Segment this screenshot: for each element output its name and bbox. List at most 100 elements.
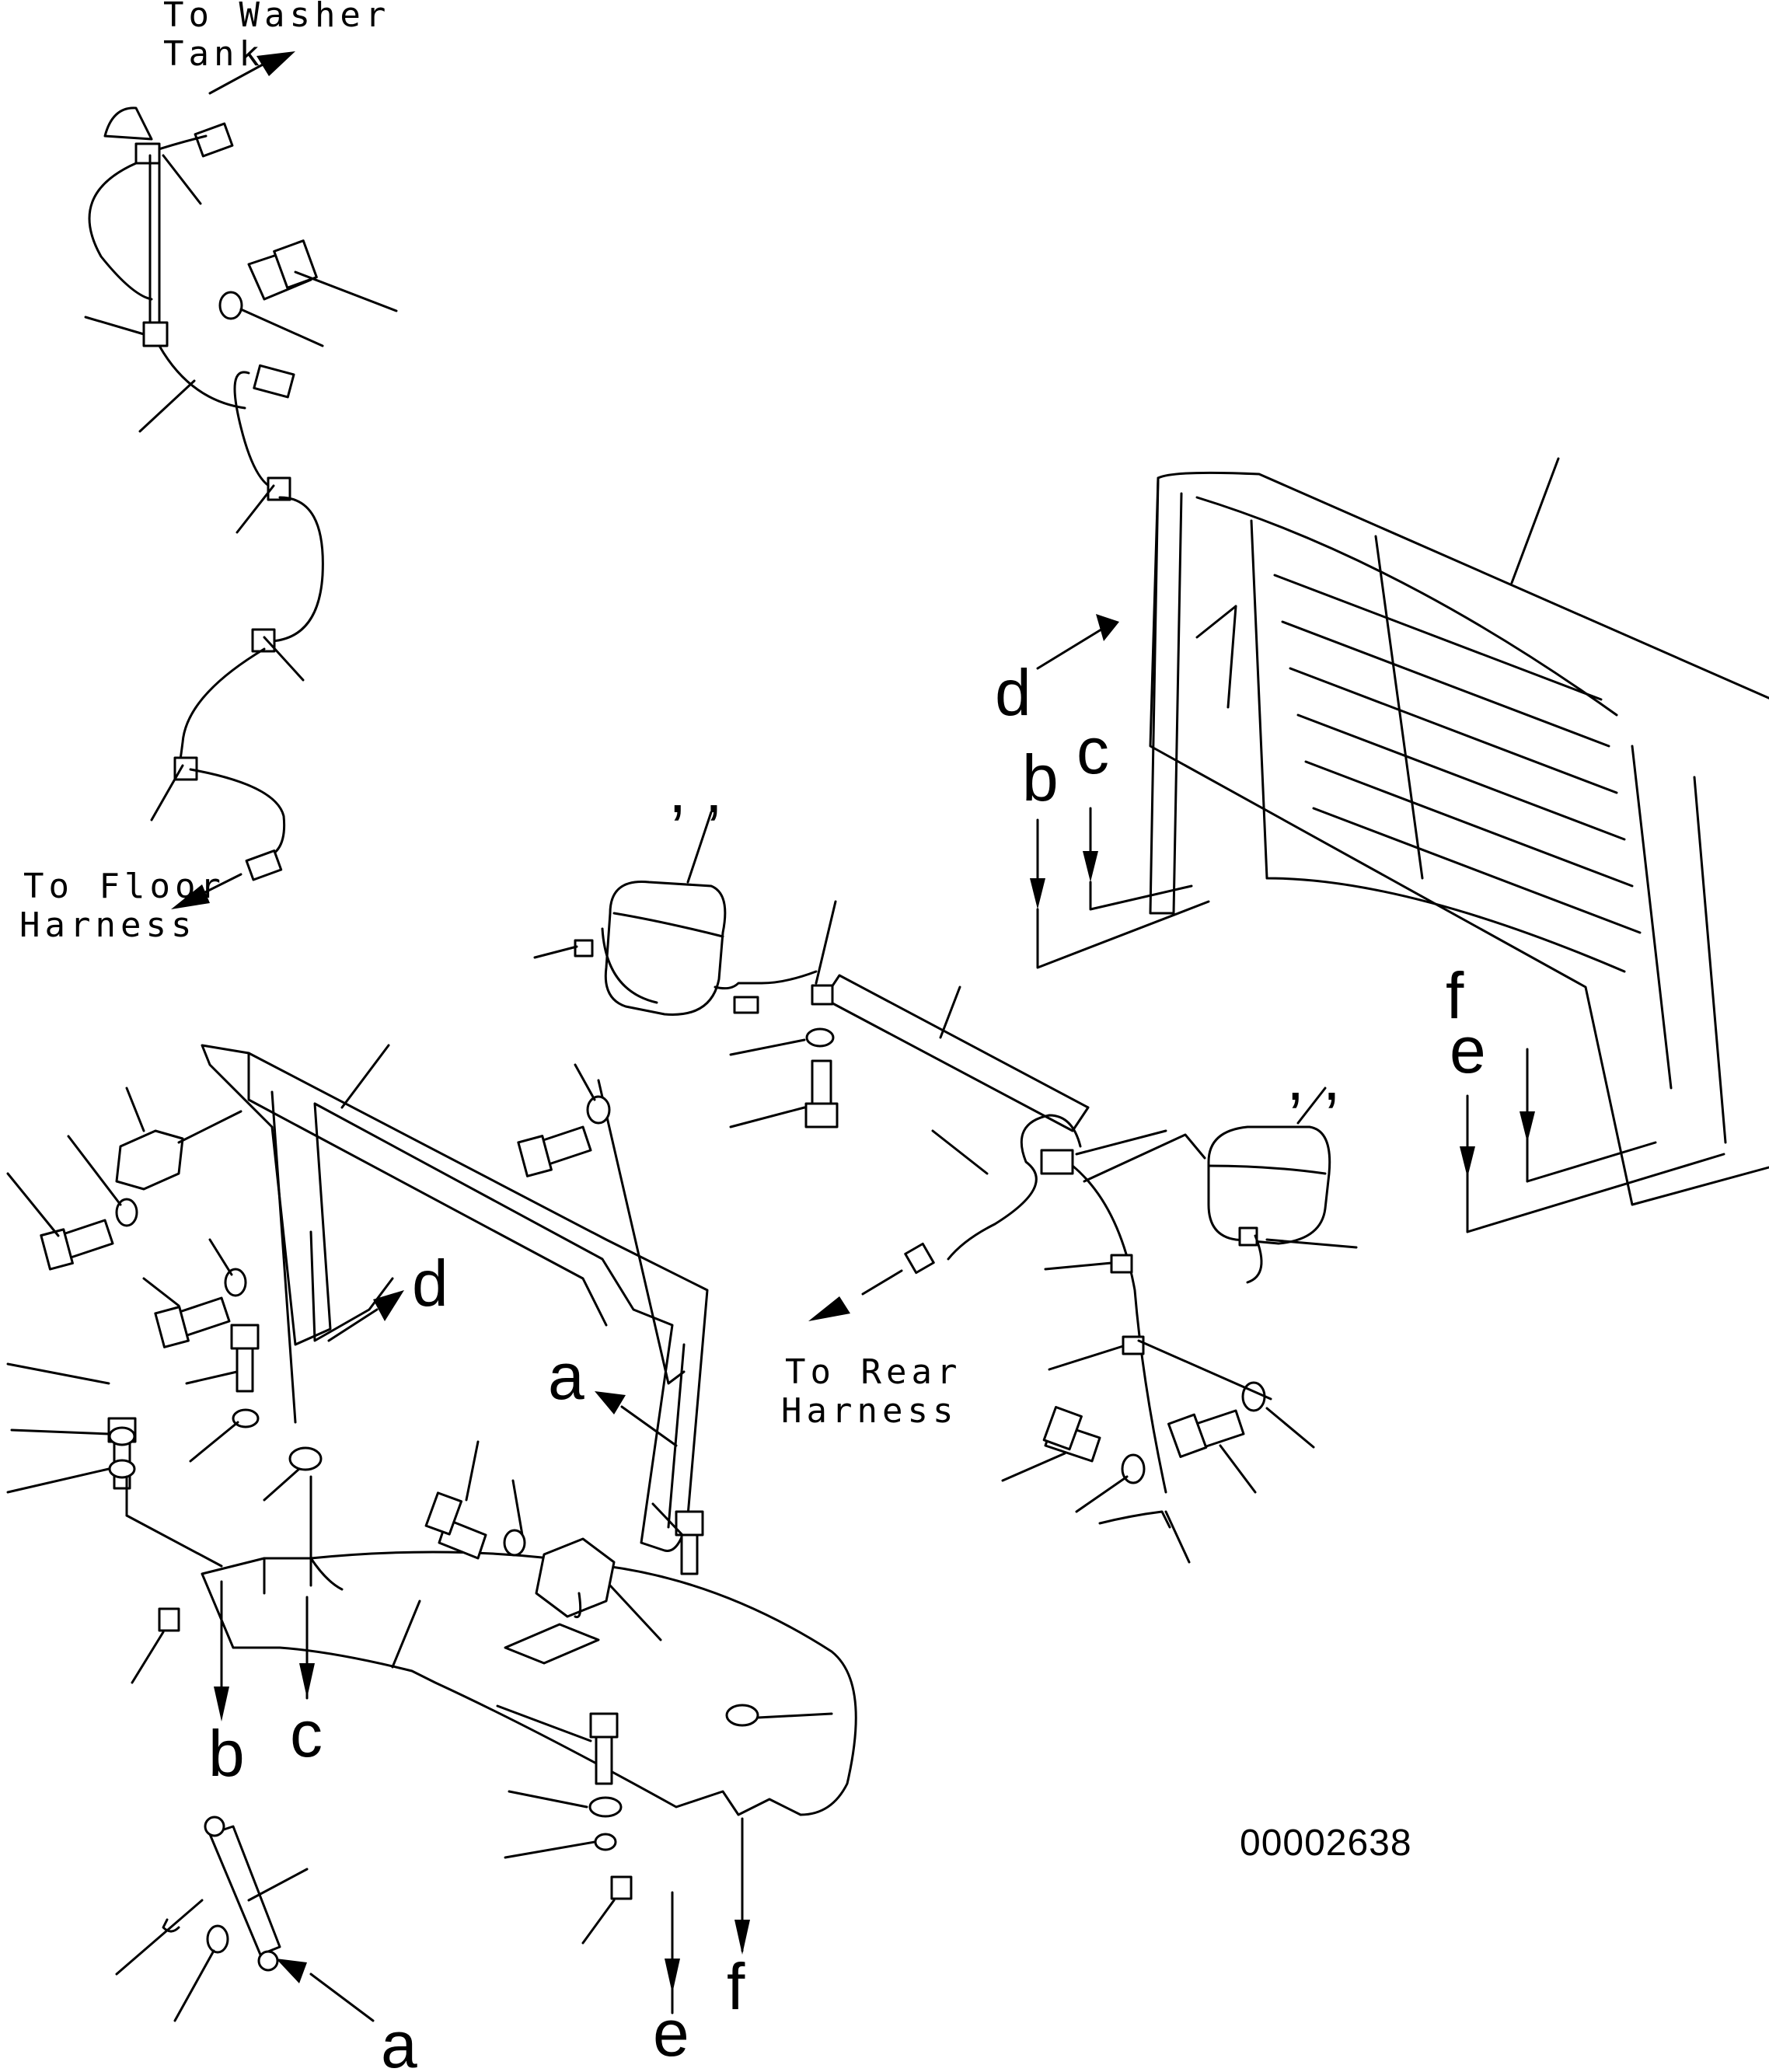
harness-wire-5: [177, 647, 266, 766]
ref-d-frame-leader: [309, 1230, 394, 1342]
ref-e-arrow: [1460, 1146, 1475, 1177]
strut-washer: [206, 1924, 229, 1954]
leader: [1075, 1475, 1129, 1513]
leader: [465, 1440, 480, 1502]
leader: [208, 1238, 233, 1276]
ref-letter-c-hood: c: [1076, 714, 1109, 787]
leader: [131, 1631, 165, 1684]
ref-f-leader: [1526, 1141, 1657, 1183]
bolt-v3-head: [675, 1510, 704, 1537]
leader: [185, 1370, 239, 1385]
to-rear-harness-label-line1: To Rear: [785, 1352, 961, 1392]
spacer-1: [288, 1446, 323, 1471]
leader: [496, 1704, 592, 1742]
leader: [1075, 1129, 1167, 1156]
base-plate: [201, 1551, 857, 1816]
harness-wire-6: [189, 768, 286, 860]
ref-c-base-arrow: [299, 1663, 315, 1698]
washer-arrow-shaft: [208, 62, 266, 95]
leader: [1137, 1339, 1272, 1401]
frame: [201, 1044, 709, 1552]
to-rear-arrow-head: [808, 1296, 850, 1321]
leader: [6, 1467, 110, 1494]
ref-e-leader: [1466, 1153, 1725, 1233]
base-plate-assembly: b c e f: [125, 1440, 857, 2070]
leader: [504, 1840, 596, 1859]
frame-post-left: [270, 1090, 297, 1424]
leader: [138, 379, 196, 433]
bolt-v3: [680, 1533, 699, 1575]
bolt-f2-head: [154, 1306, 190, 1348]
strut-clip: [162, 1918, 180, 1933]
washer-harness: To Washer Tank: [19, 0, 398, 945]
ref-d-frame-arrow: [373, 1290, 404, 1321]
washer-b2: [588, 1796, 623, 1818]
ref-c-leader: [1089, 881, 1193, 911]
leader: [1265, 1238, 1358, 1249]
leader: [756, 1712, 833, 1719]
right-lamp: [1207, 1125, 1331, 1245]
right-lamp-edge: [1207, 1164, 1327, 1175]
clip-4: [251, 628, 276, 653]
washer-f3: [586, 1095, 611, 1125]
rear-rod-clip-2: [1122, 1335, 1145, 1355]
ref-letter-b-hood: b: [1022, 741, 1059, 814]
left-lamp-wire: [601, 927, 658, 1004]
ref-a-frame-arrow: [595, 1391, 626, 1414]
leader: [815, 900, 837, 985]
leader: [508, 1790, 588, 1809]
grille-divider: [1374, 535, 1424, 880]
leader: [1510, 457, 1560, 584]
spacer-2: [725, 1704, 759, 1727]
hood-top-edge: [1195, 496, 1618, 717]
washer-arrow-head: [256, 51, 295, 76]
hood-cover: [1149, 471, 1769, 1206]
louver: [1281, 620, 1610, 748]
latch-hook: [574, 1592, 582, 1619]
lamp-connector: [733, 996, 759, 1014]
leader: [10, 1428, 110, 1435]
bar-bolt-head: [804, 1102, 839, 1128]
leader: [391, 1599, 421, 1669]
ref-b-arrow: [1030, 878, 1045, 909]
bolt-b1-head: [424, 1491, 463, 1536]
washer-f2: [224, 1268, 247, 1297]
leader: [939, 985, 961, 1039]
hinge-leader: [177, 1110, 242, 1144]
leader: [511, 1479, 524, 1537]
left-lamp: [604, 881, 727, 1016]
ref-letter-e-hood: e: [1450, 1013, 1486, 1087]
ref-letter-f-base: f: [727, 1950, 745, 2023]
leader: [574, 1063, 596, 1101]
washer-b3: [594, 1833, 617, 1851]
latch: [535, 1537, 616, 1618]
ref-f-arrow: [1520, 1111, 1535, 1142]
base-plate-edge: [309, 1557, 344, 1591]
leader: [651, 1502, 684, 1537]
leader: [294, 270, 398, 312]
ref-letter-c-base: c: [290, 1697, 323, 1770]
ref-d-leader: [1195, 605, 1237, 639]
leader: [162, 154, 202, 205]
clip-2: [142, 321, 169, 347]
grille-frame: [1250, 519, 1626, 973]
ref-f-base-arrow: [734, 1920, 750, 1955]
leader: [115, 1899, 204, 1976]
louver: [1312, 807, 1642, 934]
rear-harness-wire: [947, 1114, 1082, 1261]
left-lamp-clip: [574, 939, 594, 958]
leader: [1219, 1444, 1257, 1494]
leader: [263, 1467, 301, 1502]
ref-letter-b-base: b: [208, 1717, 245, 1790]
bottom-connector: [245, 849, 283, 881]
leader: [1048, 1345, 1125, 1371]
washer-b1: [503, 1529, 526, 1557]
lamp-cable: [714, 970, 818, 990]
leader: [150, 764, 184, 821]
bolt-f1-head: [40, 1228, 74, 1271]
rubber-block-1: [158, 1607, 180, 1632]
drawing-number: 00002638: [1240, 1823, 1412, 1864]
ref-letter-a-frame: a: [548, 1340, 584, 1413]
leader: [1001, 1452, 1066, 1482]
